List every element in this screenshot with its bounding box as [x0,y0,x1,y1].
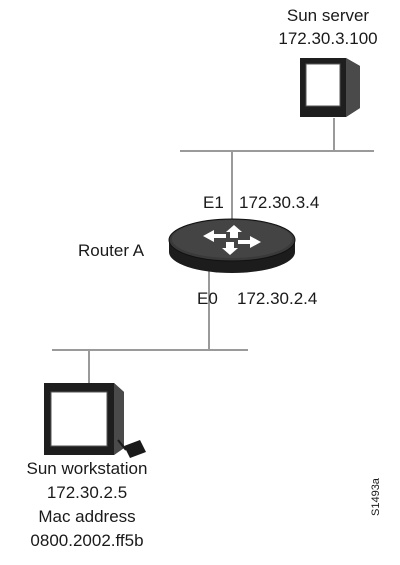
server-name: Sun server [286,6,370,25]
router-e1-ip-address: 172.30.3.4 [239,193,320,212]
router-e0-port-label: E0 [197,289,218,308]
figure-id: S1493a [370,478,382,516]
server-ip-address: 172.30.3.100 [278,29,378,48]
workstation-icon [44,383,146,458]
router-name: Router A [78,241,145,260]
workstation-mac-address: 0800.2002.ff5b [30,531,144,550]
desktop-computer-icon [300,58,360,117]
workstation-name: Sun workstation [26,459,148,478]
workstation-ip-address: 172.30.2.5 [46,483,128,502]
router-e0-ip-address: 172.30.2.4 [237,289,318,308]
router-e1-port-label: E1 [203,193,224,212]
workstation-mac-label: Mac address [38,507,136,526]
router-icon [168,218,296,273]
